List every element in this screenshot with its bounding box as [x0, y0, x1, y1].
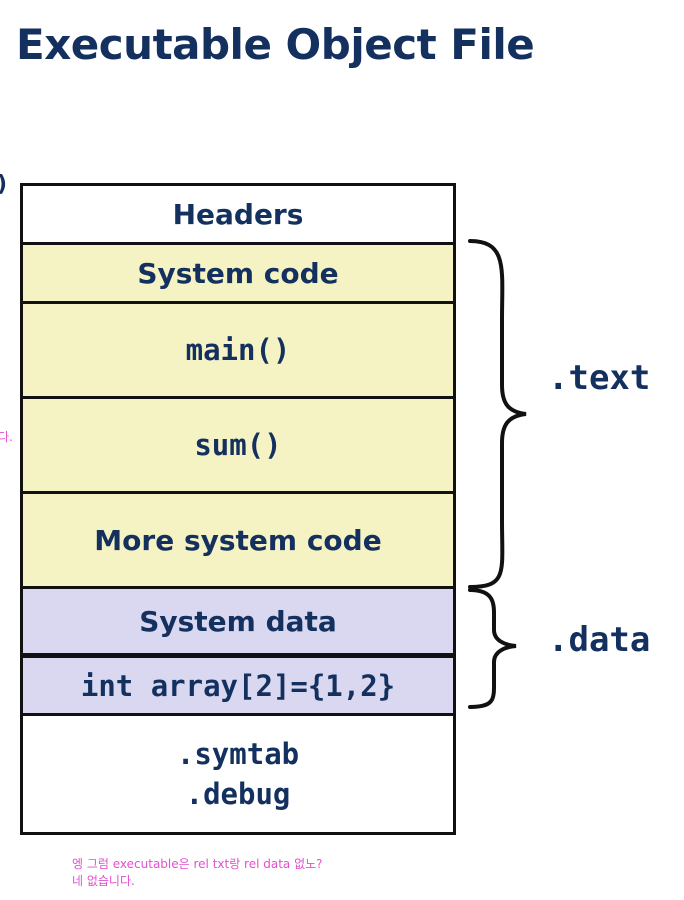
main-function-section: main() [23, 301, 453, 396]
annotation-answer: 네 없습니다. [72, 874, 135, 888]
data-segment-label: .data [548, 620, 651, 660]
annotation-question: 엥 그럼 executable은 rel txt랑 rel data 없노? [72, 857, 323, 871]
system-code-label: System code [137, 256, 339, 290]
more-system-code-label: More system code [94, 523, 382, 557]
symtab-label: .symtab [176, 737, 300, 771]
system-data-label: System data [139, 604, 337, 638]
debug-label: .debug [185, 777, 291, 811]
more-system-code-section: More system code [23, 491, 453, 586]
data-segment-brace [468, 588, 517, 709]
main-function-label: main() [185, 333, 291, 367]
text-segment-brace [468, 239, 527, 589]
sum-function-section: sum() [23, 396, 453, 491]
page-title: Executable Object File [16, 20, 535, 69]
int-array-section: int array[2]={1,2} [23, 653, 453, 713]
symtab-debug-section: .symtab .debug [23, 713, 453, 832]
text-segment-label: .text [548, 358, 651, 398]
system-code-section: System code [23, 242, 453, 301]
system-data-section: System data [23, 586, 453, 653]
int-array-label: int array[2]={1,2} [80, 668, 396, 703]
handwritten-annotation: 엥 그럼 executable은 rel txt랑 rel data 없노? 네… [72, 856, 323, 890]
executable-file-layout: Headers System code main() sum() More sy… [20, 183, 456, 835]
left-edge-fragment: ) [0, 172, 7, 197]
headers-section: Headers [23, 186, 453, 242]
headers-label: Headers [172, 197, 304, 231]
sum-function-label: sum() [194, 428, 282, 462]
left-edge-note-fragment: 다. [0, 430, 13, 444]
